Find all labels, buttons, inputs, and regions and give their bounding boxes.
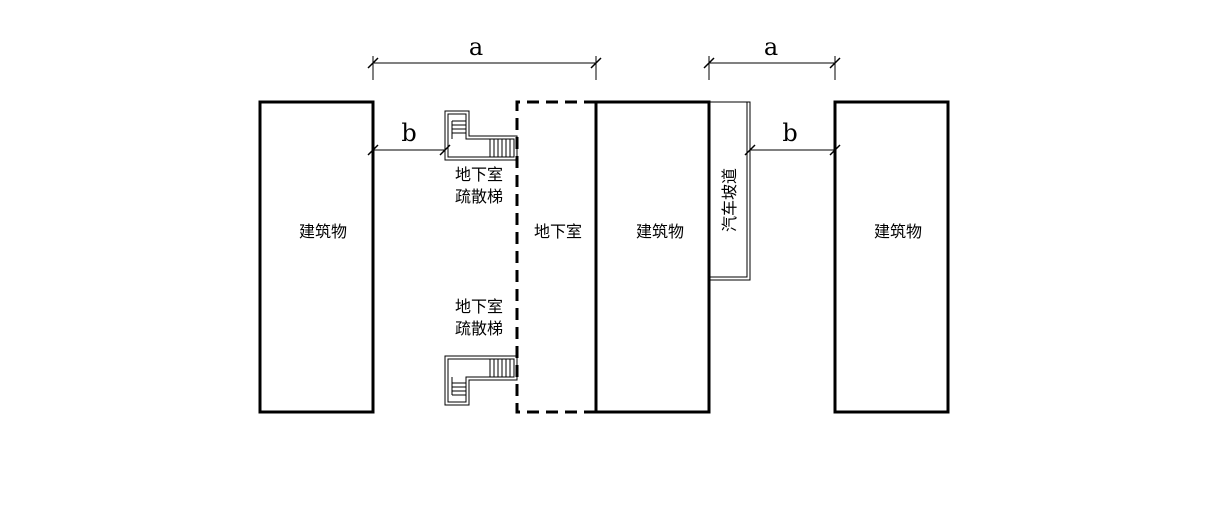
- dimension-b-right-label: b: [782, 119, 797, 147]
- evacuation-stair-bottom: [444, 355, 518, 406]
- evacuation-stair-top: [444, 110, 518, 161]
- dimension-a-left: [367, 55, 602, 80]
- basement-label: 地下室: [534, 222, 582, 241]
- building-right-label: 建筑物: [874, 222, 922, 241]
- building-left-label: 建筑物: [299, 222, 347, 241]
- dimension-b-left: [367, 142, 451, 158]
- stair-bottom-label-line2: 疏散梯: [455, 319, 503, 338]
- building-middle: [594, 100, 711, 414]
- car-ramp: [709, 101, 751, 281]
- stair-top-label-line1: 地下室: [455, 165, 503, 184]
- stair-top-label-line2: 疏散梯: [455, 187, 503, 206]
- building-left: [258, 100, 375, 414]
- dimension-a-right-label: a: [764, 33, 778, 61]
- dimension-a-right: [703, 55, 841, 80]
- basement-outline: [515, 100, 596, 414]
- dimension-a-left-label: a: [469, 33, 483, 61]
- building-right: [833, 100, 950, 414]
- dimension-b-left-label: b: [401, 119, 416, 147]
- building-middle-label: 建筑物: [636, 222, 684, 241]
- ramp-label: 汽车坡道: [720, 168, 739, 232]
- dimension-b-right: [744, 142, 841, 158]
- stair-bottom-label-line1: 地下室: [455, 297, 503, 316]
